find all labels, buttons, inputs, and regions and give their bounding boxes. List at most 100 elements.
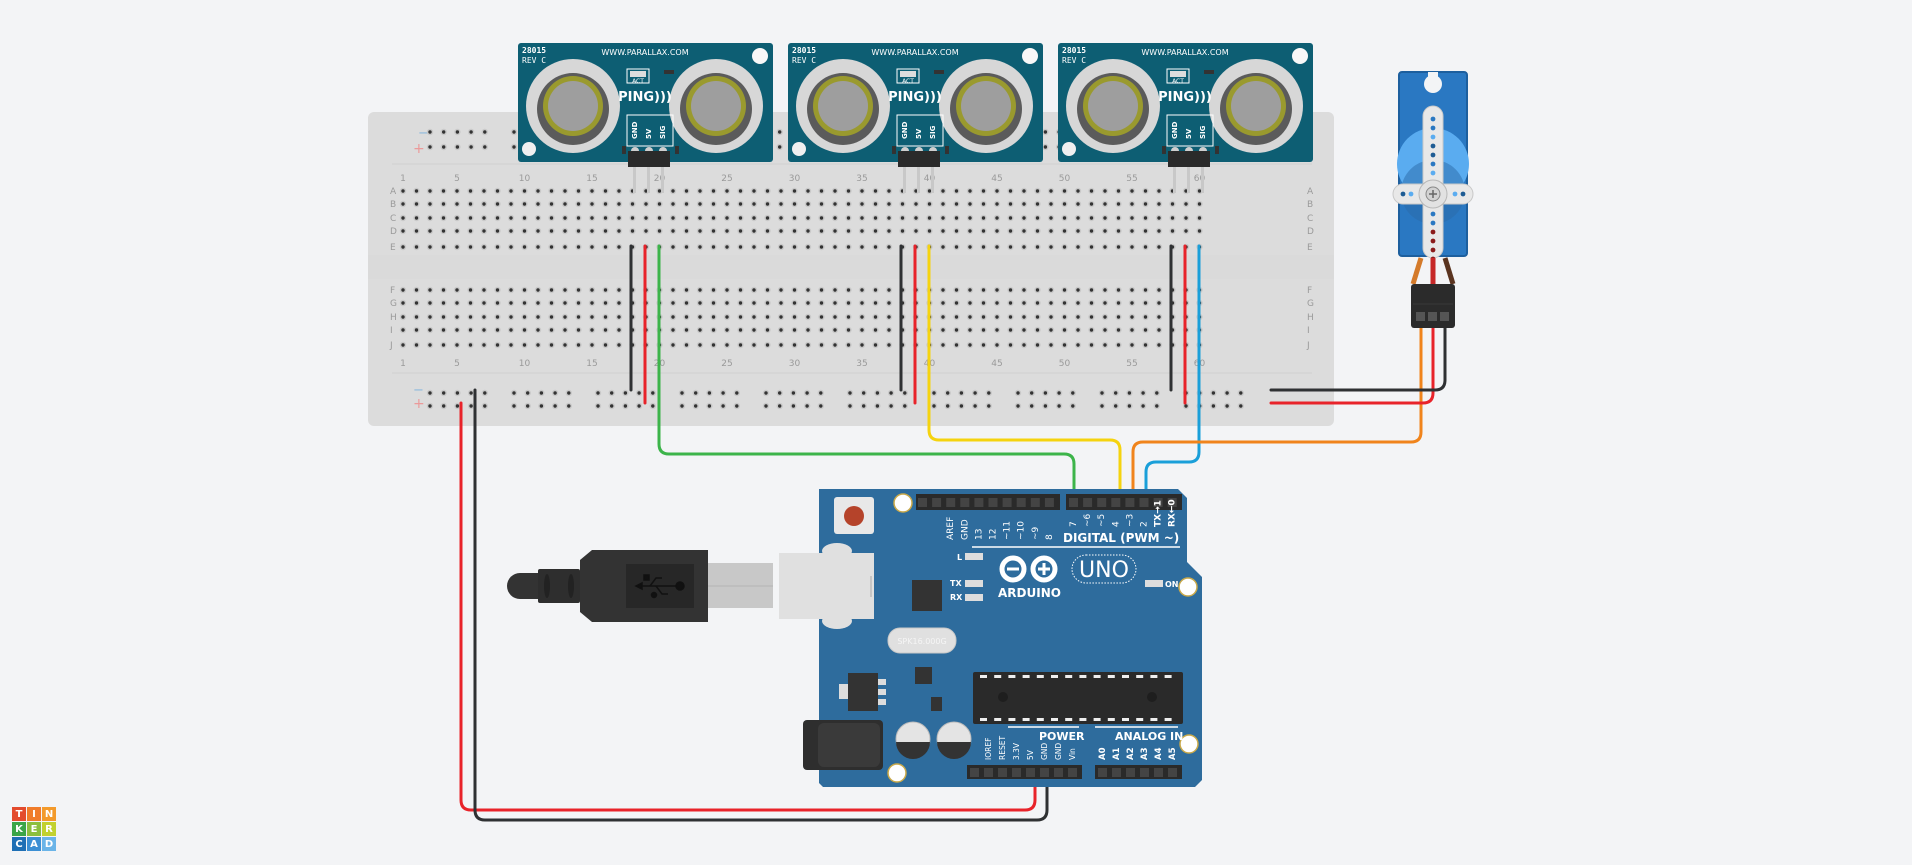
- sensor-header-pin[interactable]: [926, 151, 940, 167]
- breadboard-hole-center: [576, 216, 581, 220]
- sensor-header-pin[interactable]: [628, 151, 642, 167]
- mounting-hole: [893, 493, 913, 513]
- header-socket[interactable]: [960, 498, 970, 507]
- digital-header-right[interactable]: [1066, 494, 1182, 510]
- header-socket[interactable]: [984, 768, 993, 777]
- sensor-header-pin[interactable]: [1182, 151, 1196, 167]
- breadboard-hole-center: [512, 404, 516, 408]
- sensor-header-pin[interactable]: [898, 151, 912, 167]
- chip-pin: [1122, 718, 1129, 721]
- breadboard-hole-center: [576, 315, 581, 319]
- header-socket[interactable]: [932, 498, 942, 507]
- breadboard-hole-center: [873, 343, 878, 347]
- breadboard-hole-center: [738, 288, 743, 292]
- breadboard-hole-center: [428, 288, 432, 292]
- header-socket[interactable]: [1083, 498, 1093, 507]
- breadboard-hole-center: [414, 301, 419, 305]
- header-socket[interactable]: [918, 498, 927, 507]
- breadboard-hole-center: [752, 189, 756, 193]
- wire-sensor3-signal[interactable]: [1144, 244, 1201, 502]
- breadboard-hole-center: [779, 202, 783, 206]
- power-header[interactable]: [967, 765, 1082, 779]
- header-socket[interactable]: [1126, 768, 1135, 777]
- header-socket[interactable]: [1044, 498, 1054, 507]
- breadboard-hole-center: [1049, 288, 1053, 292]
- header-socket[interactable]: [1002, 498, 1012, 507]
- usb-cable[interactable]: [507, 550, 773, 622]
- header-socket[interactable]: [974, 498, 984, 507]
- sensor-header-pin[interactable]: [912, 151, 926, 167]
- header-socket[interactable]: [1111, 498, 1121, 507]
- wire-servo-ground[interactable]: [1269, 324, 1447, 392]
- header-socket[interactable]: [1168, 768, 1177, 777]
- header-socket[interactable]: [1097, 498, 1107, 507]
- header-socket[interactable]: [988, 498, 998, 507]
- header-socket[interactable]: [1054, 768, 1063, 777]
- header-socket[interactable]: [1040, 768, 1049, 777]
- header-socket[interactable]: [1098, 768, 1107, 777]
- smd-part: [945, 146, 949, 154]
- header-socket[interactable]: [1139, 498, 1149, 507]
- header-socket[interactable]: [998, 768, 1007, 777]
- pin-label-box: [626, 114, 674, 147]
- breadboard-hole-center: [617, 202, 621, 206]
- breadboard-hole-center: [995, 202, 999, 206]
- sensor-header-pin[interactable]: [1196, 151, 1210, 167]
- breadboard-hole-center: [711, 245, 716, 249]
- breadboard-hole-center: [968, 189, 972, 193]
- header-socket[interactable]: [1112, 768, 1121, 777]
- small-chip: [915, 667, 932, 684]
- header-socket[interactable]: [1125, 498, 1135, 507]
- header-socket[interactable]: [1026, 768, 1035, 777]
- header-socket[interactable]: [1016, 498, 1026, 507]
- breadboard-hole-center: [698, 229, 702, 233]
- breadboard-hole-center: [455, 404, 460, 408]
- header-socket[interactable]: [1140, 768, 1149, 777]
- wire-arduino-5v-to-rail[interactable]: [459, 401, 1037, 812]
- wires[interactable]: [459, 244, 1447, 822]
- wire-sensor1-signal[interactable]: [657, 244, 1076, 502]
- breadboard-hole-center: [1170, 202, 1175, 206]
- header-socket[interactable]: [1012, 768, 1021, 777]
- breadboard-hole-center: [1008, 216, 1013, 220]
- reset-button-cap[interactable]: [844, 506, 864, 526]
- header-socket[interactable]: [946, 498, 956, 507]
- header-socket[interactable]: [1154, 768, 1163, 777]
- breadboard-hole-center: [791, 391, 796, 395]
- sensor-header-pin[interactable]: [1168, 151, 1182, 167]
- breadboard-hole-center: [684, 343, 689, 347]
- header-socket[interactable]: [970, 768, 979, 777]
- bottom-sockets[interactable]: [970, 768, 1177, 777]
- wire-arduino-gnd-to-rail[interactable]: [473, 388, 1049, 822]
- column-number-top: 5: [454, 174, 460, 184]
- micro-servo[interactable]: [1392, 71, 1474, 328]
- sensor-header-pin[interactable]: [642, 151, 656, 167]
- breadboard-hole-center: [563, 343, 567, 347]
- breadboard-hole-center: [512, 130, 516, 134]
- analog-pin-label: A3: [1140, 747, 1150, 760]
- breadboard-hole-center: [671, 301, 675, 305]
- breadboard-hole-center: [512, 145, 516, 149]
- breadboard-hole-center: [778, 404, 782, 408]
- header-socket[interactable]: [1153, 498, 1163, 507]
- row-label-left: E: [390, 243, 396, 253]
- servo-connector[interactable]: [1411, 284, 1455, 328]
- header-socket[interactable]: [1069, 498, 1078, 507]
- digital-sockets[interactable]: [918, 498, 1177, 507]
- wire-servo-signal[interactable]: [1131, 324, 1423, 502]
- wire-sensor2-signal[interactable]: [927, 244, 1122, 502]
- header-socket[interactable]: [1030, 498, 1040, 507]
- sensor-header-pin[interactable]: [656, 151, 670, 167]
- chip-pin: [1150, 675, 1158, 678]
- header-socket[interactable]: [1068, 768, 1077, 777]
- wire-servo-power[interactable]: [1269, 324, 1435, 405]
- header-socket[interactable]: [1167, 498, 1177, 507]
